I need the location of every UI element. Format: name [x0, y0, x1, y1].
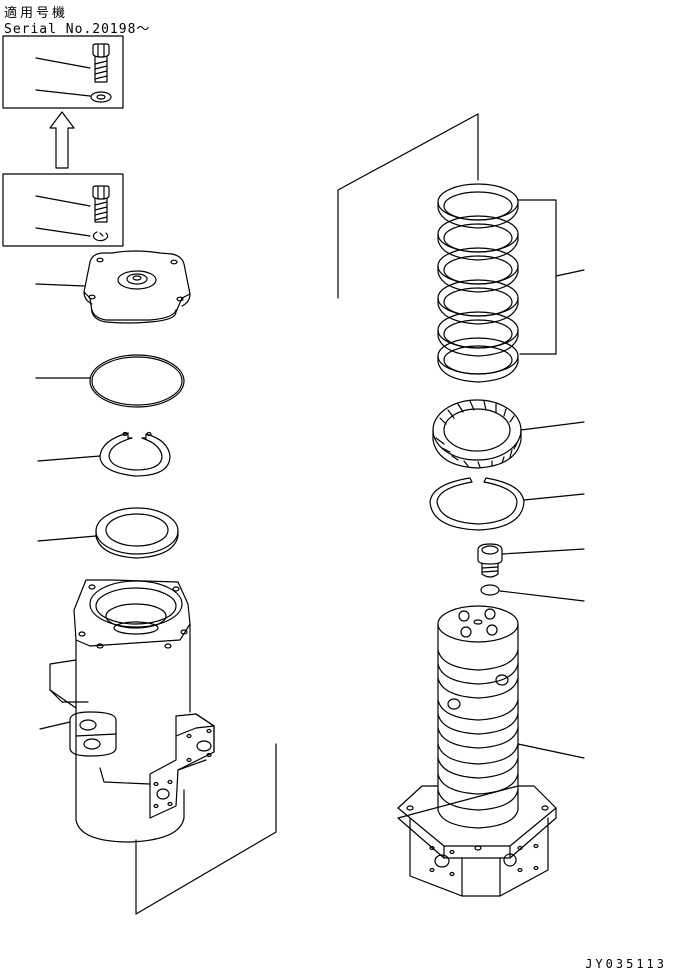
cover-icon: [36, 251, 190, 323]
serial-number-label: Serial No.20198～: [4, 22, 151, 37]
bolt-icon: [93, 44, 109, 82]
swivel-spindle-icon: [398, 606, 584, 896]
seal-ring: [438, 338, 518, 382]
leader-line: [38, 536, 96, 541]
leader-line: [40, 722, 70, 729]
leader-line: [524, 494, 584, 500]
o-ring-icon: [36, 355, 184, 407]
group-bracket-right: [338, 114, 478, 298]
snap-ring-icon: [430, 478, 584, 530]
drawing-number: JY035113: [585, 957, 667, 971]
bolt-washer-inset-new: [3, 36, 123, 108]
snap-ring-icon: [38, 433, 170, 477]
leader-line: [36, 196, 90, 206]
leader-line: [38, 456, 100, 461]
bolt-washer-inset-old: [3, 174, 123, 246]
seal-ring: [438, 184, 518, 228]
leader-line: [521, 422, 584, 430]
leader-line: [36, 284, 84, 286]
leader-line: [36, 228, 90, 236]
seal-ring: [438, 312, 518, 356]
seal-ring: [438, 248, 518, 292]
leader-line: [500, 591, 584, 601]
seal-ring: [438, 216, 518, 260]
spring-washer-icon: [93, 232, 107, 241]
supersede-arrow-icon: [50, 112, 74, 168]
leader-line: [502, 549, 584, 554]
leader-line: [518, 744, 584, 758]
plug-icon: [478, 544, 584, 577]
dust-seal-icon: [433, 400, 584, 468]
housing-icon: [40, 580, 214, 842]
leader-line: [518, 200, 556, 354]
seal-ring-stack-icon: [438, 184, 584, 382]
bolt-icon: [93, 186, 109, 222]
applicability-label: 適用号機: [4, 6, 69, 21]
leader-line: [36, 58, 90, 68]
flat-washer-icon: [91, 92, 111, 102]
leader-line: [556, 270, 584, 276]
seal-ring: [438, 280, 518, 324]
leader-line: [36, 90, 90, 96]
group-bracket-left: [136, 744, 276, 914]
ring-icon: [38, 508, 178, 558]
o-ring-small-icon: [481, 585, 584, 601]
